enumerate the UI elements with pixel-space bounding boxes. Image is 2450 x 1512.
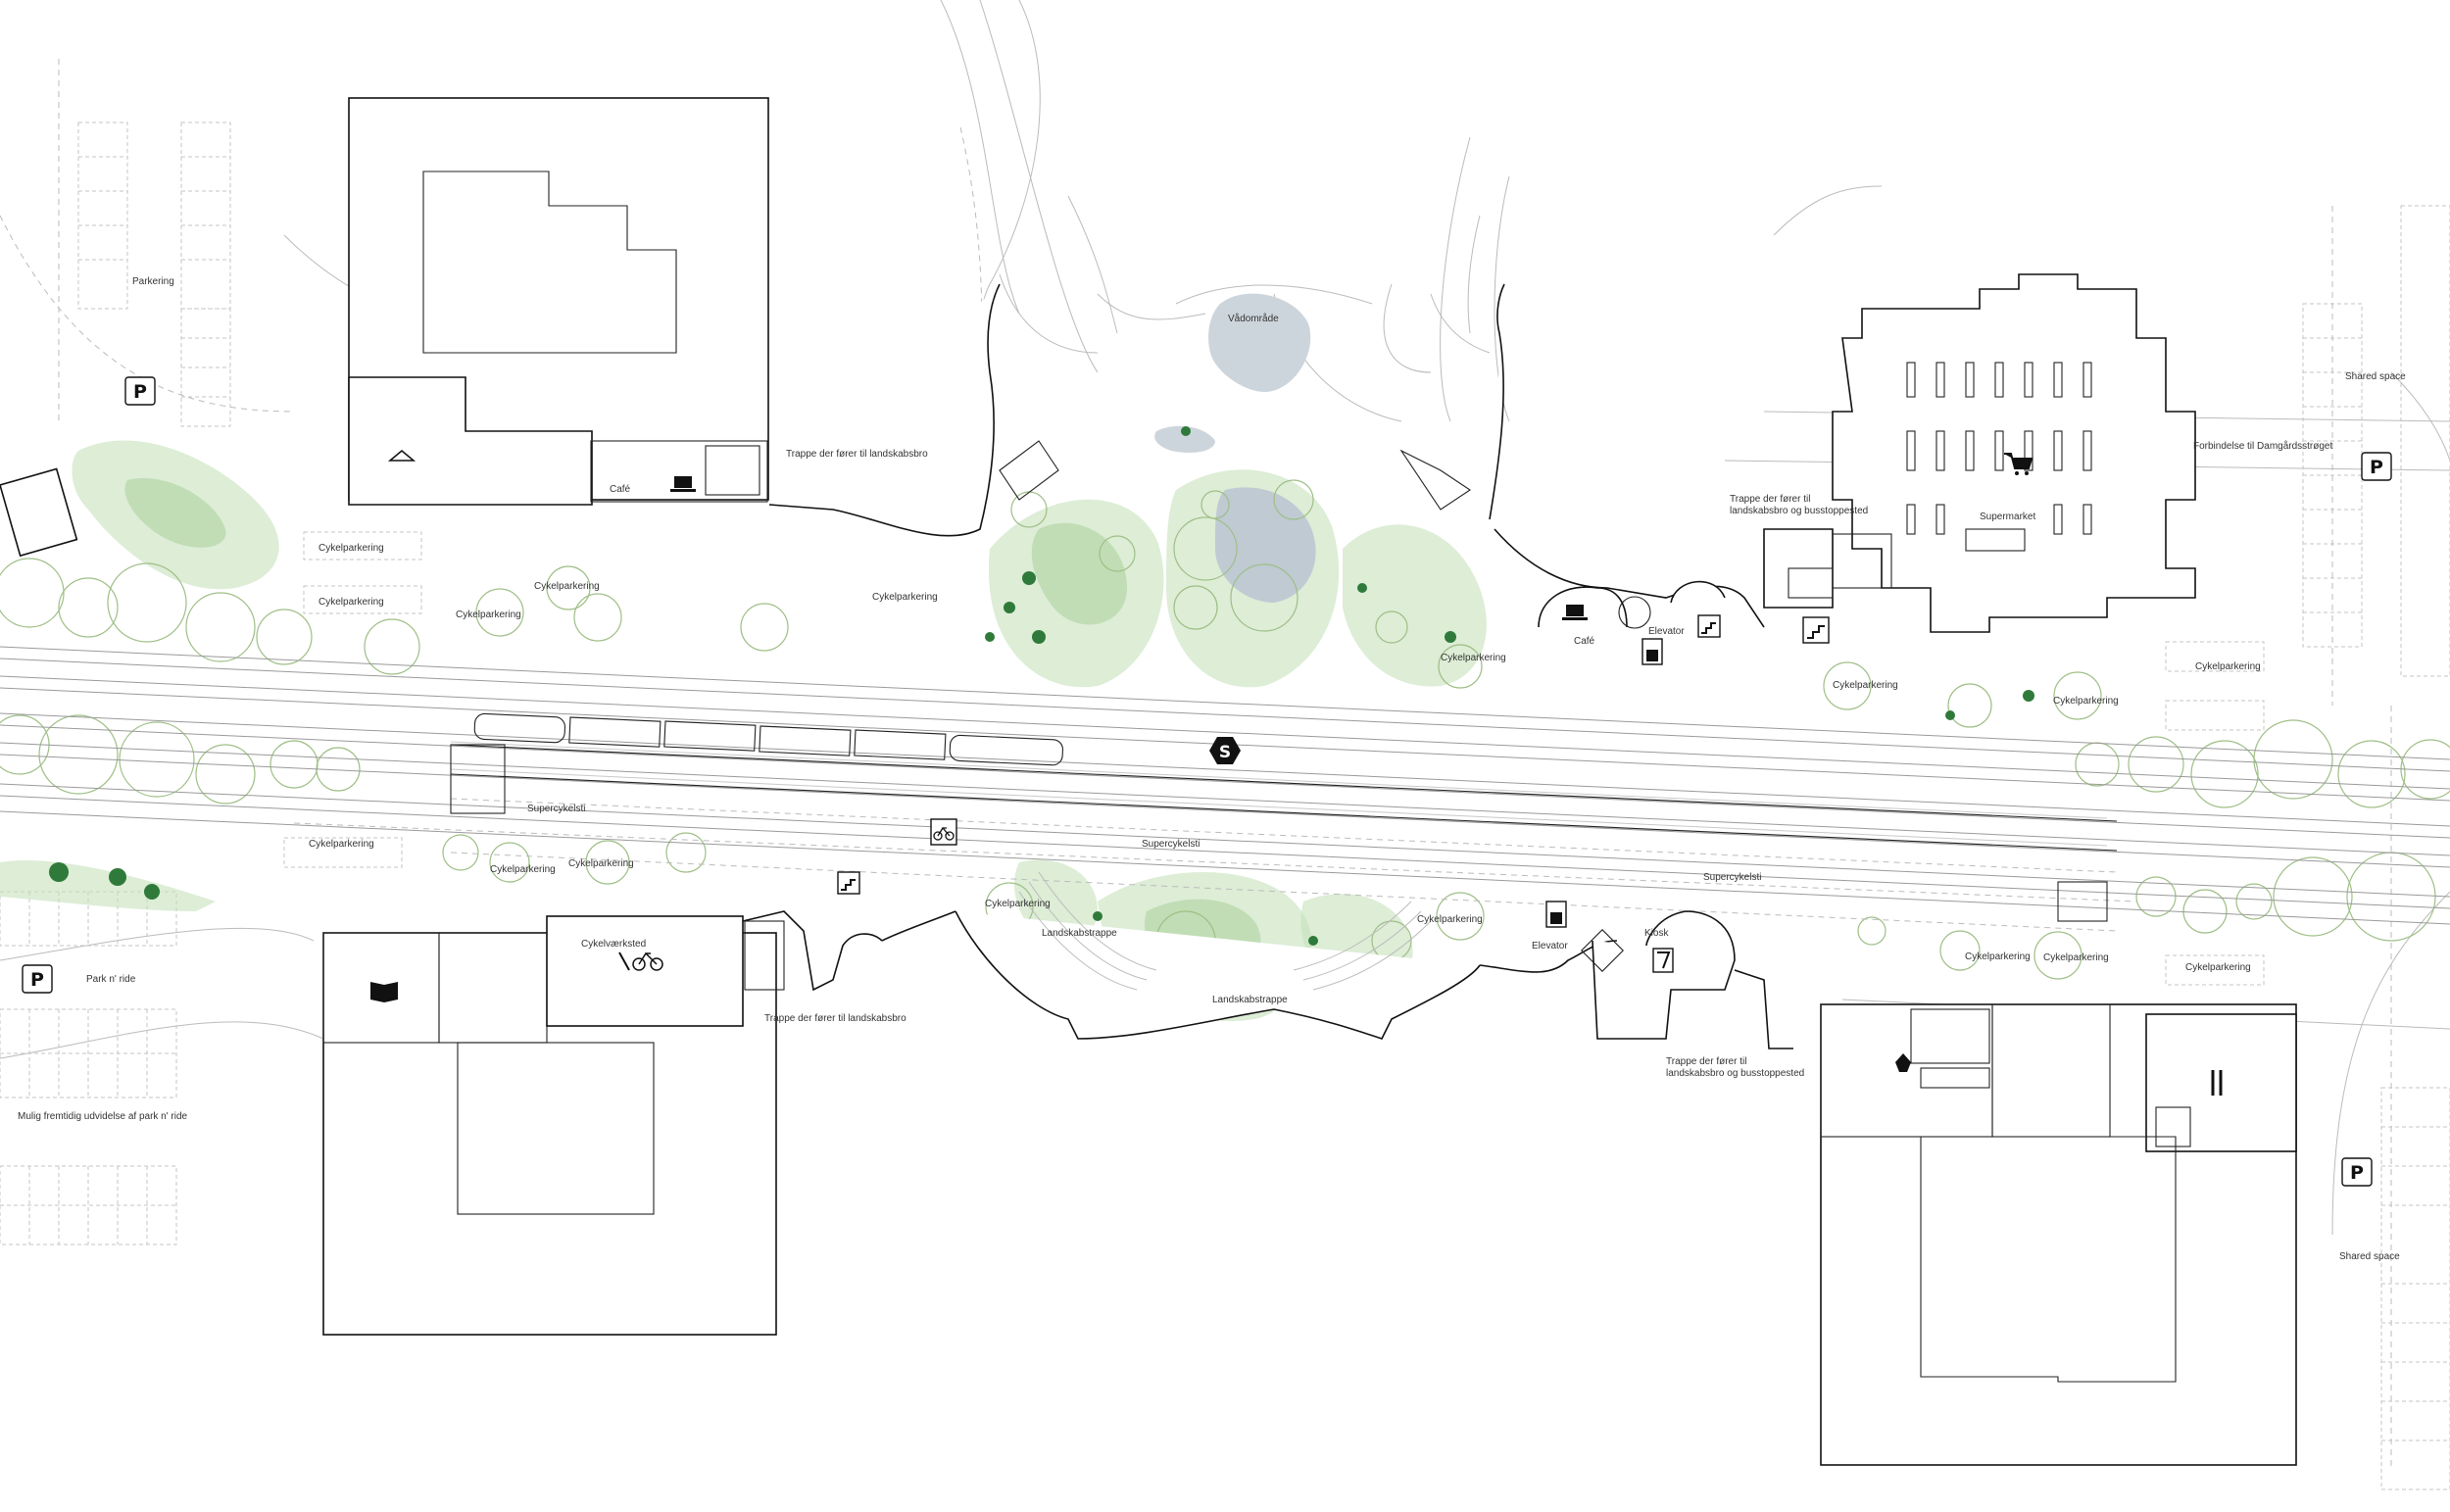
label-cykelparkering: Cykelparkering xyxy=(985,899,1051,909)
label-supercykelsti: Supercykelsti xyxy=(1703,872,1761,883)
label-mulig-udvidelse: Mulig fremtidig udvidelse af park n' rid… xyxy=(18,1111,188,1122)
parking-icon: P xyxy=(22,964,53,994)
label-supercykelsti: Supercykelsti xyxy=(1142,839,1200,850)
label-trappe: Trappe der fører til landskabsbro xyxy=(786,449,928,460)
svg-text:S: S xyxy=(1219,743,1231,762)
label-cykelparkering: Cykelparkering xyxy=(318,597,384,608)
label-cykelvaerksted: Cykelværksted xyxy=(581,939,646,950)
label-cykelparkering: Cykelparkering xyxy=(1441,653,1506,663)
label-cykelparkering: Cykelparkering xyxy=(1833,680,1898,691)
label-cykelparkering: Cykelparkering xyxy=(318,543,384,554)
building-southwest xyxy=(322,910,883,1336)
label-cykelparkering: Cykelparkering xyxy=(872,592,938,603)
parking-icon: P xyxy=(2361,452,2392,481)
flower-icon xyxy=(1895,1053,1911,1072)
label-cykelparkering: Cykelparkering xyxy=(2185,962,2251,973)
label-forbindelse: Forbindelse til Damgårdsstrøget xyxy=(2193,440,2332,452)
wrench-icon xyxy=(618,951,630,971)
label-supermarket: Supermarket xyxy=(1980,512,2035,522)
label-kiosk: Kiosk xyxy=(1644,928,1669,939)
label-cykelparkering: Cykelparkering xyxy=(490,864,556,875)
landscape-stairs xyxy=(881,871,1618,1040)
label-landskabstrappe: Landskabstrappe xyxy=(1042,928,1117,939)
parking-lot-northwest xyxy=(77,122,231,427)
building-southeast xyxy=(1820,1003,2297,1466)
label-cykelparkering: Cykelparkering xyxy=(2053,696,2119,707)
label-vadomrade: Vådområde xyxy=(1228,313,1279,324)
label-cafe: Café xyxy=(1574,636,1595,647)
stairs-icon xyxy=(1802,616,1830,644)
parking-icon: P xyxy=(2341,1157,2373,1187)
label-parkering: Parkering xyxy=(132,276,174,287)
coffee-cup-icon xyxy=(1562,605,1588,620)
tree-rows xyxy=(0,558,2450,942)
label-cykelparkering: Cykelparkering xyxy=(1965,951,2031,962)
railway xyxy=(0,646,2450,925)
stairs-icon xyxy=(837,871,860,895)
parking-lot-east xyxy=(2302,205,2450,1490)
bicycle-icon xyxy=(632,951,663,971)
label-cykelparkering: Cykelparkering xyxy=(456,610,521,620)
hanger-icon xyxy=(387,450,416,462)
stairs-icon xyxy=(1697,614,1721,638)
building-northwest xyxy=(348,97,769,506)
dining-icon xyxy=(2211,1070,2223,1096)
svg-text:P: P xyxy=(2370,457,2383,478)
svg-text:P: P xyxy=(30,969,44,991)
parking-icon: P xyxy=(124,376,156,406)
kiosk-elevator-pavilion-south xyxy=(1581,910,1793,1049)
building-west-edge xyxy=(0,467,78,558)
label-landskabstrappe: Landskabstrappe xyxy=(1212,995,1288,1005)
bike-parking-racks xyxy=(283,531,2265,986)
label-cykelparkering: Cykelparkering xyxy=(2195,661,2261,672)
label-trappe: Trappe der fører til landskabsbro xyxy=(764,1013,906,1024)
label-cykelparkering: Cykelparkering xyxy=(2043,952,2109,963)
train xyxy=(473,712,1063,766)
label-cykelparkering: Cykelparkering xyxy=(309,839,374,850)
label-supercykelsti: Supercykelsti xyxy=(527,804,585,814)
elevator-icon xyxy=(1545,901,1567,928)
coffee-cup-icon xyxy=(670,476,696,492)
parking-lot-southwest xyxy=(0,891,177,1245)
label-cykelparkering: Cykelparkering xyxy=(534,581,600,592)
svg-text:P: P xyxy=(133,381,147,403)
shopping-cart-icon xyxy=(2004,453,2034,475)
label-shared-space: Shared space xyxy=(2345,371,2406,382)
book-icon xyxy=(370,982,398,1002)
bicycle-icon xyxy=(930,818,957,846)
map-labels: Parkering Café Trappe der fører til land… xyxy=(18,276,2406,1262)
label-cykelparkering: Cykelparkering xyxy=(568,858,634,869)
label-shared-space: Shared space xyxy=(2339,1251,2400,1262)
label-cafe: Café xyxy=(610,484,631,495)
label-cykelparkering: Cykelparkering xyxy=(1417,914,1483,925)
elevator-icon xyxy=(1642,638,1663,665)
label-elevator: Elevator xyxy=(1648,626,1685,637)
supermarket-building xyxy=(1763,273,2196,633)
label-park-n-ride: Park n' ride xyxy=(86,974,136,985)
label-elevator: Elevator xyxy=(1532,941,1568,951)
central-landscape-edge xyxy=(768,283,1765,628)
platforms xyxy=(293,744,2137,932)
s-train-icon: S xyxy=(1209,737,1241,764)
svg-text:P: P xyxy=(2350,1162,2364,1184)
kiosk-icon xyxy=(1652,948,1674,973)
